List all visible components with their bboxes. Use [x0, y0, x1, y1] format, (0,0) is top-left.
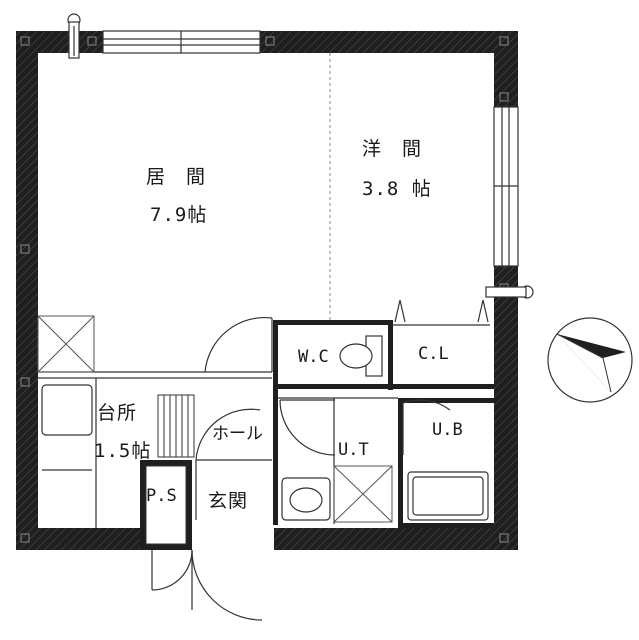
window-right — [493, 106, 519, 267]
column-markers — [20, 36, 509, 543]
label-hall: ホール — [212, 424, 263, 444]
label-ub: U.B — [432, 420, 463, 440]
bathtub — [407, 471, 489, 521]
toilet — [339, 335, 383, 377]
label-western-size: 3.8 帖 — [362, 178, 432, 200]
label-entrance: 玄関 — [208, 490, 249, 512]
label-living-name: 居 間 — [146, 166, 207, 188]
label-wc: W.C — [298, 347, 329, 367]
label-living-size: 7.9帖 — [150, 204, 208, 226]
label-western-name: 洋 間 — [362, 138, 423, 160]
storage-boxes — [37, 315, 393, 523]
ps-shaft — [145, 465, 187, 545]
label-kitchen-name: 台所 — [97, 402, 138, 424]
north-arrow-icon — [547, 317, 633, 403]
label-ut: U.T — [338, 440, 369, 460]
label-ps: P.S — [146, 486, 177, 506]
washbasin — [281, 477, 331, 521]
hall-step — [157, 394, 195, 458]
window-top — [102, 30, 261, 54]
exterior-fixtures — [67, 13, 534, 299]
door-swings — [151, 299, 489, 621]
label-cl: C.L — [418, 344, 449, 364]
label-kitchen-size: 1.5帖 — [94, 440, 152, 462]
exterior-walls — [16, 31, 518, 550]
kitchen-counter — [41, 384, 93, 471]
